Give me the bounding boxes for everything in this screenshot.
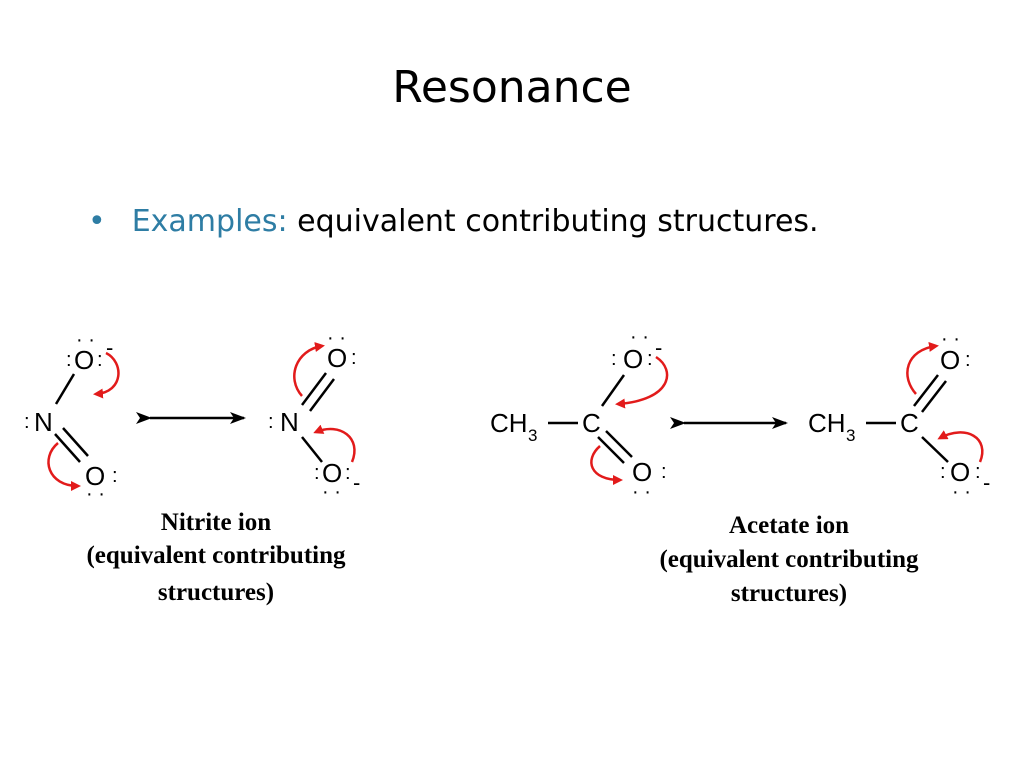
lone-pair-dots: · · [632, 481, 651, 503]
nitrite-structure-right: O : · · N : O : : · · - [268, 327, 360, 503]
subscript-3: 3 [528, 426, 537, 445]
double-bond [54, 433, 81, 463]
electron-push-arrow [590, 445, 623, 485]
methyl-label: CH [808, 408, 846, 438]
slide-title: Resonance [392, 62, 632, 113]
nitrite-structure-left: O : : · · - N : O : · · [24, 329, 120, 505]
caption-line: structures) [731, 580, 847, 607]
subscript-3: 3 [846, 426, 855, 445]
double-bond [301, 372, 327, 406]
electron-push-arrow [293, 342, 325, 397]
double-bond [921, 380, 947, 413]
carbon-atom: C [900, 408, 919, 438]
acetate-structure-left: O : : · · - CH 3 C O : · · [490, 326, 669, 503]
negative-charge: - [353, 470, 360, 495]
lone-pair-dots: · · [76, 329, 95, 351]
bullet-item: • Examples: equivalent contributing struc… [88, 204, 819, 239]
lone-pair-dots: : [112, 465, 118, 487]
lone-pair-dots: : [24, 411, 30, 433]
lone-pair-dots: : [965, 349, 971, 371]
double-bond [62, 427, 89, 457]
electron-push-arrow [906, 341, 939, 395]
electron-push-arrow [615, 355, 669, 409]
bullet-marker: • [88, 204, 106, 239]
caption-line: Nitrite ion [161, 509, 271, 536]
lone-pair-dots: : [975, 461, 981, 483]
electron-push-arrow [93, 351, 120, 399]
lone-pair-dots: : [97, 349, 103, 371]
lone-pair-dots: · · [322, 481, 341, 503]
oxygen-atom: O [74, 345, 94, 375]
lone-pair-dots: · · [630, 326, 649, 348]
methyl-label: CH [490, 408, 528, 438]
negative-charge: - [983, 470, 990, 495]
nitrogen-atom: N [34, 407, 53, 437]
lone-pair-dots: · · [86, 483, 105, 505]
lone-pair-dots: : [647, 348, 653, 370]
double-bond [309, 378, 335, 412]
lone-pair-dots: : [66, 349, 72, 371]
carbon-atom: C [582, 408, 601, 438]
lone-pair-dots: · · [941, 328, 960, 350]
lone-pair-dots: : [940, 461, 946, 483]
double-bond [913, 374, 939, 407]
methyl-group: CH [808, 408, 846, 438]
lone-pair-dots: · · [327, 327, 346, 349]
caption-line: (equivalent contributing [86, 542, 346, 569]
nitrite-caption: Nitrite ion (equivalent contributing str… [86, 509, 346, 606]
single-bond [301, 436, 323, 463]
electron-push-arrow [937, 430, 984, 463]
double-bond [605, 430, 633, 458]
oxygen-atom: O [85, 461, 105, 491]
methyl-group: CH [490, 408, 528, 438]
oxygen-atom: O [623, 344, 643, 374]
electron-push-arrow [47, 442, 81, 491]
caption-line: Acetate ion [729, 512, 849, 539]
bullet-keyword: Examples: [131, 204, 288, 239]
negative-charge: - [655, 335, 662, 360]
nitrogen-atom: N [280, 407, 299, 437]
lone-pair-dots: : [661, 461, 667, 483]
single-bond [921, 436, 949, 463]
lone-pair-dots: : [345, 462, 351, 484]
oxygen-atom: O [940, 345, 960, 375]
lone-pair-dots: : [351, 347, 357, 369]
bullet-text: equivalent contributing structures. [287, 204, 819, 239]
single-bond [600, 374, 626, 407]
lone-pair-dots: · · [952, 481, 971, 503]
oxygen-atom: O [322, 458, 342, 488]
lone-pair-dots: : [268, 411, 274, 433]
caption-line: structures) [158, 579, 274, 606]
oxygen-atom: O [632, 457, 652, 487]
oxygen-atom: O [950, 457, 970, 487]
lone-pair-dots: : [314, 462, 320, 484]
double-bond [597, 436, 625, 464]
electron-push-arrow [313, 424, 356, 463]
oxygen-atom: O [327, 343, 347, 373]
lone-pair-dots: : [611, 348, 617, 370]
caption-line: (equivalent contributing [659, 546, 919, 573]
acetate-caption: Acetate ion (equivalent contributing str… [659, 512, 919, 607]
single-bond [54, 373, 76, 405]
acetate-structure-right: O : · · CH 3 C O : : · · - [808, 328, 990, 503]
negative-charge: - [106, 335, 113, 360]
